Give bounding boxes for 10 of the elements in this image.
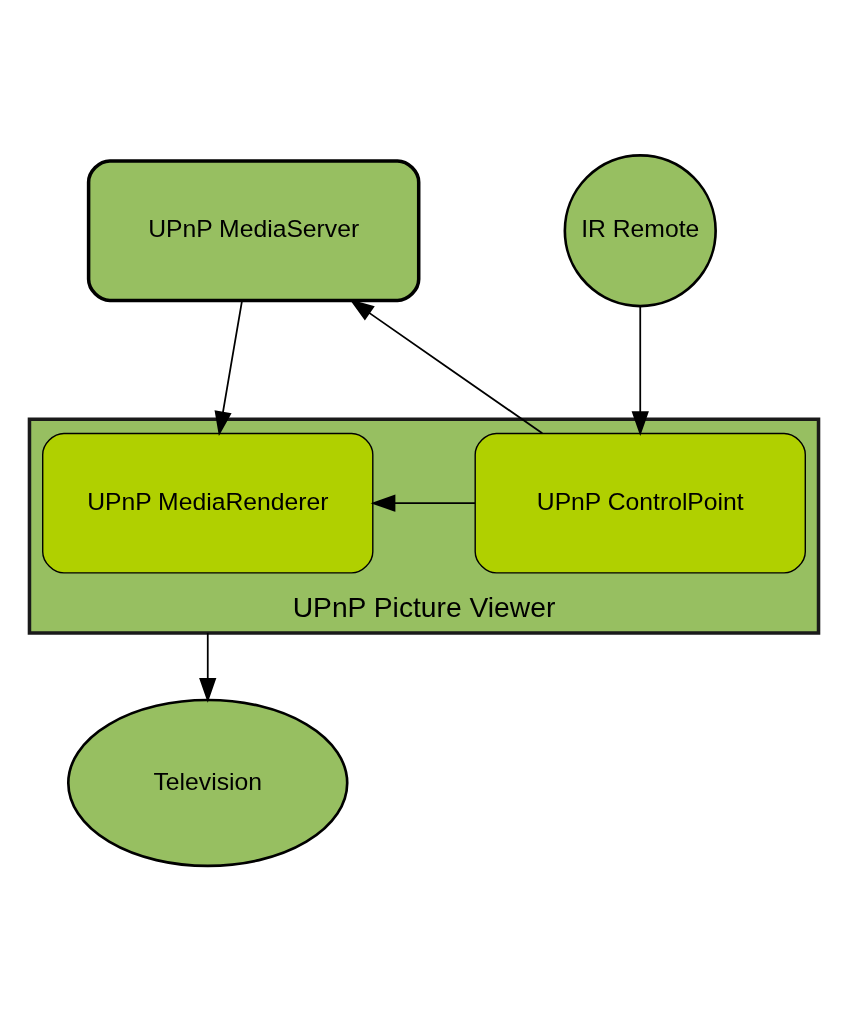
arrow (214, 300, 243, 437)
node-box: UPnP MediaRenderer (42, 432, 374, 574)
arrow (370, 494, 476, 512)
arrow (349, 299, 544, 435)
node-circle: IR Remote (563, 154, 717, 308)
node-ellipse: Television (66, 698, 349, 868)
arrow (199, 632, 217, 703)
node-box: UPnP ControlPoint (474, 432, 806, 574)
node-box: UPnP MediaServer (86, 159, 421, 303)
arrow (631, 305, 649, 437)
